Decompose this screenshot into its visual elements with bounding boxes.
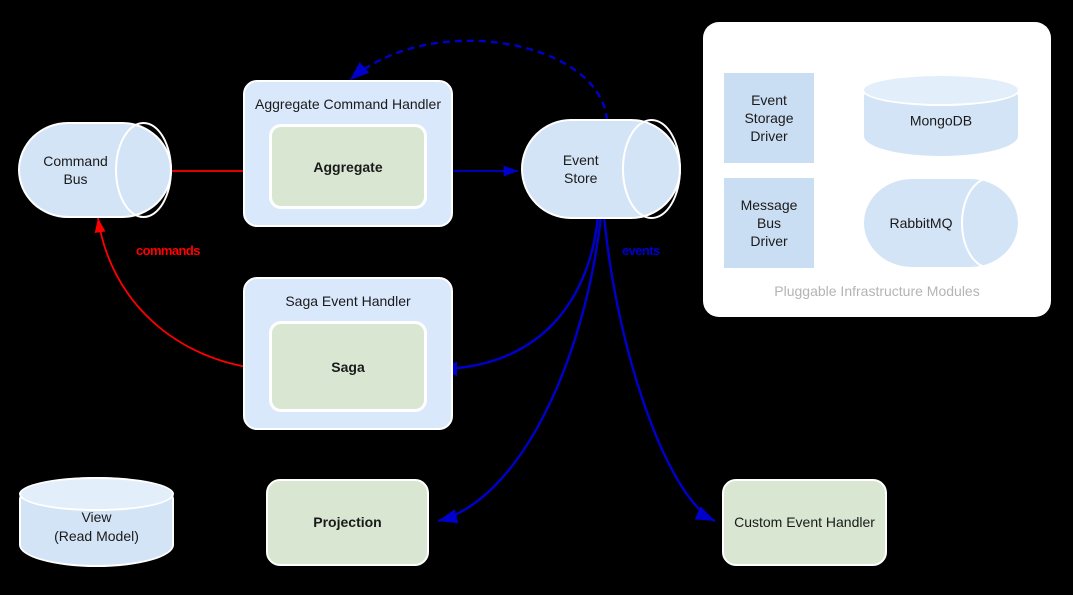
node-message-bus-driver[interactable]: Message Bus Driver (724, 178, 814, 268)
cylinder-cap (961, 177, 1020, 269)
label-line: View (81, 509, 112, 526)
saga-event-handler-title: Saga Event Handler (285, 293, 411, 309)
node-rabbitmq-label: RabbitMQ (889, 214, 953, 231)
node-aggregate[interactable]: Aggregate (269, 124, 427, 209)
node-saga[interactable]: Saga (269, 321, 427, 412)
cylinder-cap (115, 122, 172, 218)
cylinder-cap (19, 477, 174, 512)
label-line: Storage (744, 109, 794, 126)
label-line: Store (563, 170, 598, 186)
infrastructure-panel-caption: Pluggable Infrastructure Modules (774, 283, 980, 299)
node-event-store[interactable]: Event Store (521, 119, 681, 219)
event-storage-driver-label: Event Storage Driver (744, 91, 793, 146)
label-line: Event (562, 151, 599, 168)
label-line: Bus (756, 214, 782, 231)
node-command-bus-label: Command Bus (29, 152, 122, 188)
node-custom-event-handler[interactable]: Custom Event Handler (722, 479, 887, 566)
edge-label-events: events (622, 243, 660, 258)
label-line: Command (43, 152, 108, 169)
pluggable-infrastructure-panel: Pluggable Infrastructure Modules (703, 22, 1051, 317)
label-line: Driver (750, 128, 788, 145)
edge-event-store-to-custom-event-handler (602, 215, 716, 523)
node-aggregate-command-handler[interactable]: Aggregate Command Handler Aggregate (243, 80, 453, 227)
node-projection[interactable]: Projection (266, 479, 429, 566)
edge-event-store-to-projection (437, 215, 603, 524)
cylinder-cap (862, 74, 1020, 106)
node-command-bus[interactable]: Command Bus (18, 122, 172, 218)
cylinder-cap (621, 119, 681, 219)
label-line: Bus (63, 171, 88, 187)
label-line: (Read Model) (54, 528, 139, 545)
label-line: Message (740, 196, 798, 213)
aggregate-command-handler-title: Aggregate Command Handler (255, 96, 441, 112)
node-rabbitmq[interactable]: RabbitMQ (862, 177, 1020, 269)
node-view-read-model[interactable]: View (Read Model) (19, 477, 174, 567)
label-line: Event (751, 91, 787, 108)
edge-event-store-to-saga (437, 215, 600, 376)
node-event-store-label: Event Store (532, 151, 629, 187)
edge-saga-to-command-bus (94, 217, 263, 370)
node-mongodb[interactable]: MongoDB (862, 74, 1020, 158)
node-mongodb-label: MongoDB (909, 112, 973, 129)
edge-label-commands: commands (136, 243, 200, 258)
node-saga-event-handler[interactable]: Saga Event Handler Saga (243, 277, 453, 430)
node-view-read-model-label: View (Read Model) (21, 508, 172, 546)
node-event-storage-driver[interactable]: Event Storage Driver (724, 73, 814, 163)
message-bus-driver-label: Message Bus Driver (741, 196, 798, 251)
label-line: Driver (750, 233, 788, 250)
